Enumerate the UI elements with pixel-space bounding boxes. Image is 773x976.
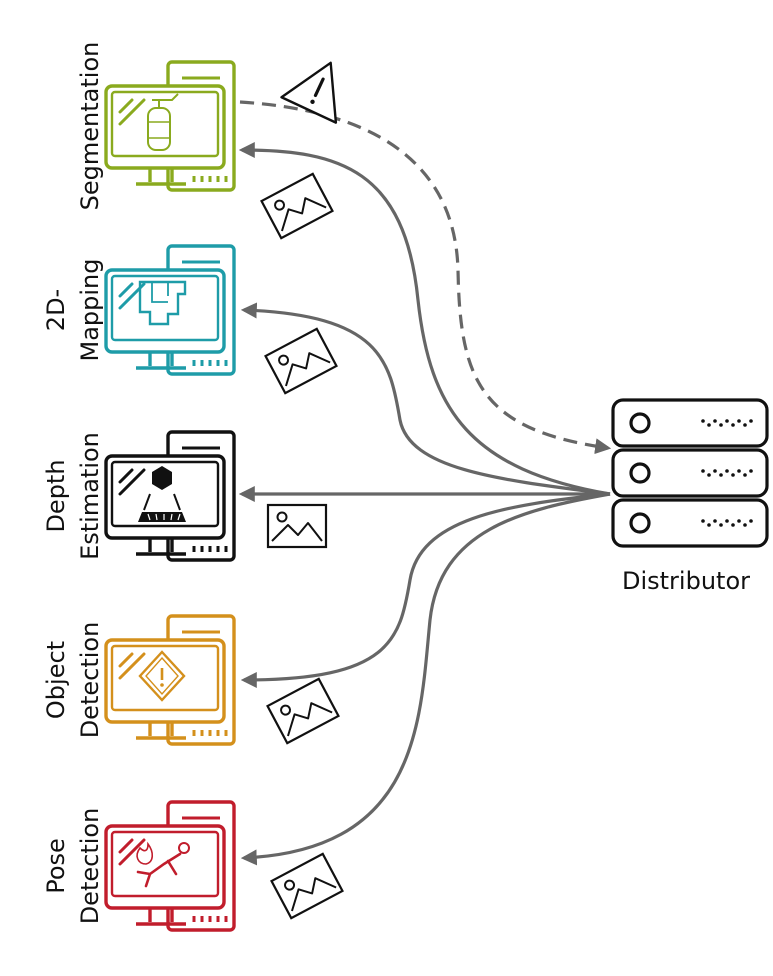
server-vent-dot xyxy=(719,423,723,427)
floor-plan-icon xyxy=(138,280,187,326)
server-vent-dot xyxy=(707,523,711,527)
image-icon xyxy=(266,677,340,745)
arrow-to-pose-detection xyxy=(240,492,611,866)
server-vent-dot xyxy=(749,519,753,523)
fallen-person-icon xyxy=(136,841,190,888)
server-vent-dot xyxy=(725,469,729,473)
fire-extinguisher-icon xyxy=(147,93,179,151)
server-vent-dot xyxy=(749,419,753,423)
server-vent-dot xyxy=(713,519,717,523)
server-vent-dot xyxy=(749,469,753,473)
server-vent-dot xyxy=(701,519,705,523)
server-vent-dot xyxy=(737,519,741,523)
label-line: Detection xyxy=(76,808,104,925)
arrow-to-2d-mapping xyxy=(240,302,611,496)
server-vent-dot xyxy=(737,419,741,423)
label-line: Estimation xyxy=(76,432,104,560)
server-vent-dot xyxy=(707,473,711,477)
arrow-to-object-detection xyxy=(240,492,611,688)
server-vent-dot xyxy=(725,519,729,523)
3d-projection-icon xyxy=(138,466,186,522)
label-line: Object xyxy=(42,641,70,719)
server-vent-dot xyxy=(713,469,717,473)
image-icon xyxy=(266,503,328,549)
server-vent-dot xyxy=(743,423,747,427)
worker-segmentation xyxy=(104,60,236,192)
label-2d-mapping: 2D-Mapping xyxy=(42,259,104,362)
label-line: Pose xyxy=(42,838,70,894)
distributor-server-icon xyxy=(611,398,769,548)
label-segmentation: Segmentation xyxy=(76,42,104,211)
worker-pose-detection xyxy=(104,800,236,932)
server-vent-dot xyxy=(731,423,735,427)
distributor-label: Distributor xyxy=(622,567,750,595)
image-icon xyxy=(264,327,338,395)
server-vent-dot xyxy=(743,523,747,527)
worker-depth-estimation xyxy=(104,430,236,562)
label-line: Depth xyxy=(42,459,70,532)
worker-2d-mapping xyxy=(104,244,236,376)
server-vent-dot xyxy=(701,469,705,473)
server-vent-dot xyxy=(701,419,705,423)
server-vent-dot xyxy=(713,419,717,423)
data-flow-arrows xyxy=(238,100,612,866)
worker-object-detection xyxy=(104,614,236,746)
server-vent-dot xyxy=(731,523,735,527)
server-vent-dot xyxy=(731,473,735,477)
warning-triangle-icon xyxy=(280,61,338,124)
hazard-sign-icon xyxy=(138,650,186,702)
server-vent-dot xyxy=(707,423,711,427)
server-vent-dot xyxy=(725,419,729,423)
label-line: Detection xyxy=(76,622,104,739)
label-line: Segmentation xyxy=(76,42,104,211)
server-vent-dot xyxy=(719,473,723,477)
image-icon xyxy=(260,172,334,240)
label-line: 2D- xyxy=(42,289,70,331)
dashed-feedback-arrow xyxy=(239,100,612,455)
server-vent-dot xyxy=(737,469,741,473)
label-line: Mapping xyxy=(76,259,104,362)
image-icon xyxy=(270,852,344,920)
arrow-to-segmentation xyxy=(238,142,611,496)
server-vent-dot xyxy=(719,523,723,527)
server-vent-dot xyxy=(743,473,747,477)
